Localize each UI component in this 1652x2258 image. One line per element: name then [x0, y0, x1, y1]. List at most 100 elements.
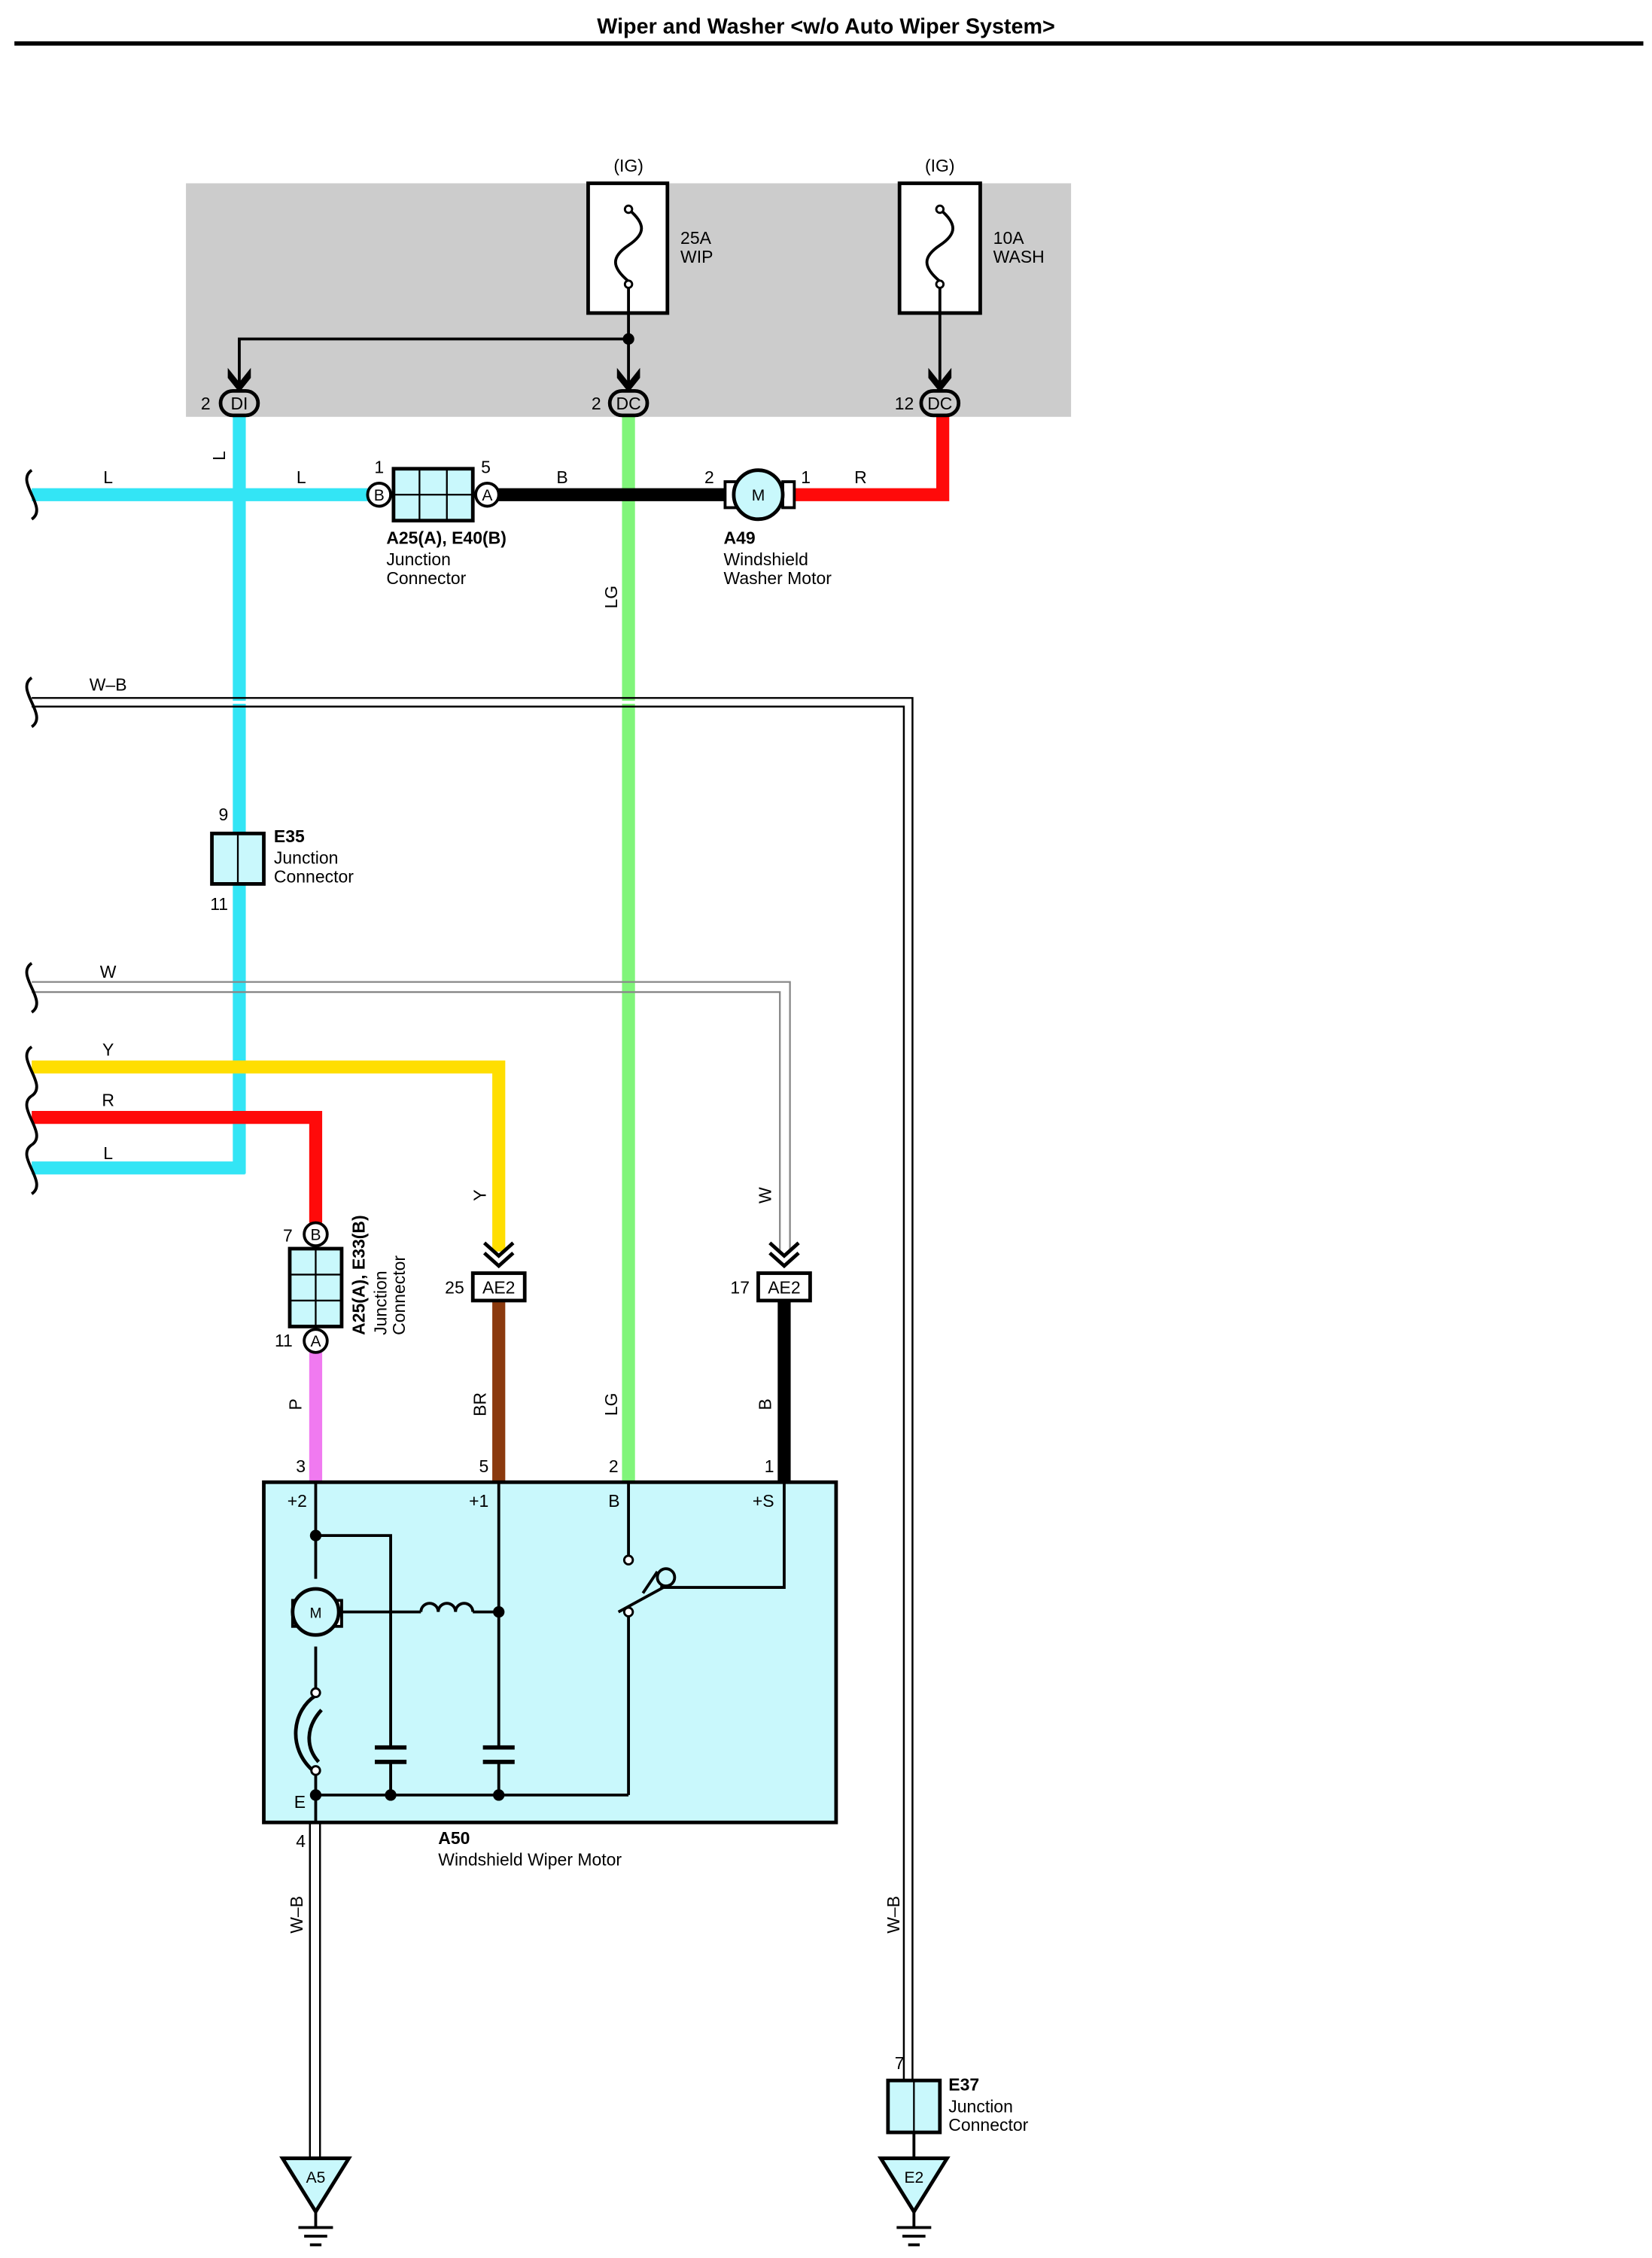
- fuse-wash-rating: 10A: [993, 228, 1025, 248]
- wire-y: [32, 1061, 506, 1252]
- svg-text:Junction: Junction: [274, 848, 339, 868]
- svg-text:3: 3: [296, 1456, 306, 1476]
- svg-text:4: 4: [296, 1831, 306, 1851]
- wire-r: [32, 1111, 323, 1223]
- svg-text:Connector: Connector: [948, 2115, 1028, 2135]
- svg-text:E35: E35: [274, 826, 305, 846]
- svg-text:B: B: [608, 1491, 619, 1511]
- connector-ae2: AE2 17: [730, 1241, 812, 1303]
- wire-l: [32, 415, 373, 1175]
- svg-text:11: 11: [210, 894, 228, 914]
- wire-r-washer: [793, 415, 950, 501]
- svg-text:A5: A5: [306, 2169, 326, 2186]
- svg-text:7: 7: [895, 2053, 905, 2073]
- svg-text:DI: DI: [230, 394, 248, 413]
- splice: [622, 333, 634, 345]
- motor-icon: [732, 468, 785, 522]
- wire-label: R: [854, 467, 867, 487]
- svg-text:Windshield Wiper Motor: Windshield Wiper Motor: [438, 1850, 622, 1870]
- left-wire-label: Y: [102, 1039, 114, 1059]
- ground-e2: E2: [877, 2156, 951, 2247]
- svg-text:Windshield: Windshield: [724, 549, 808, 569]
- fuse-icon: [925, 208, 954, 283]
- svg-text:5: 5: [481, 458, 491, 477]
- svg-text:Washer Motor: Washer Motor: [724, 568, 832, 588]
- fuse-wip-ig: (IG): [613, 156, 643, 175]
- page-title: Wiper and Washer <w/o Auto Wiper System>: [597, 14, 1055, 38]
- block-connector-di: DI 2: [201, 388, 260, 418]
- svg-text:2: 2: [704, 467, 714, 487]
- connector-ae2: AE2 25: [445, 1241, 527, 1303]
- svg-text:5: 5: [479, 1456, 489, 1476]
- left-wire-label: W: [100, 962, 117, 981]
- svg-text:B: B: [374, 487, 385, 504]
- svg-text:A49: A49: [724, 528, 756, 547]
- svg-text:M: M: [309, 1605, 321, 1621]
- washer-motor-a49: M 2 1 A49 Windshield Washer Motor: [704, 467, 832, 588]
- fuse-wash-name: WASH: [993, 247, 1045, 266]
- junction-a25-e40: B A 1 5 A25(A), E40(B) Junction Connecto…: [366, 458, 507, 588]
- ground-a5: A5: [279, 2156, 352, 2247]
- wire-break-icon: [25, 469, 38, 1195]
- wire-label: P: [285, 1398, 305, 1410]
- svg-text:A25(A), E40(B): A25(A), E40(B): [386, 528, 507, 547]
- wire-w: [32, 981, 791, 1252]
- fuse-wip-rating: 25A: [680, 228, 712, 248]
- svg-text:+2: +2: [288, 1491, 307, 1511]
- svg-text:7: 7: [283, 1225, 293, 1245]
- wire-label: LG: [601, 586, 621, 609]
- svg-text:25: 25: [445, 1277, 464, 1297]
- svg-text:2: 2: [201, 394, 211, 413]
- svg-text:B: B: [310, 1226, 321, 1243]
- fuse-icon: [614, 208, 643, 283]
- wire-label: L: [297, 467, 306, 487]
- wiper-motor-a50: 3 5 2 1 +2 +1 B +S E 4: [262, 1456, 838, 1870]
- svg-text:2: 2: [592, 394, 601, 413]
- block-connector-dc: DC 12: [895, 388, 961, 418]
- wire-wb: [32, 697, 914, 2083]
- svg-text:AE2: AE2: [482, 1277, 515, 1297]
- svg-text:+S: +S: [753, 1491, 774, 1511]
- fuse-wip-name: WIP: [680, 247, 713, 266]
- left-wire-label: L: [103, 1143, 113, 1163]
- wire-label: W–B: [884, 1896, 903, 1934]
- fuse-wash-ig: (IG): [925, 156, 955, 175]
- arrow-icon: [227, 367, 952, 393]
- left-wire-label: R: [102, 1090, 114, 1109]
- svg-text:9: 9: [218, 805, 228, 824]
- svg-text:A: A: [482, 487, 492, 504]
- svg-text:1: 1: [765, 1456, 774, 1476]
- svg-text:17: 17: [730, 1277, 750, 1297]
- motor-icon: [291, 1587, 341, 1637]
- block-connector-dc: DC 2: [592, 388, 650, 418]
- svg-text:E: E: [294, 1792, 306, 1812]
- wire-label: B: [556, 467, 567, 487]
- wire-label: B: [756, 1398, 775, 1410]
- svg-text:Junction: Junction: [386, 549, 451, 569]
- svg-text:M: M: [752, 487, 765, 504]
- wire-label: BR: [470, 1392, 489, 1417]
- svg-text:1: 1: [801, 467, 811, 487]
- wire-label: LG: [601, 1393, 621, 1417]
- junction-e37: 7 E37 Junction Connector: [886, 2053, 1029, 2135]
- wire-label: W–B: [287, 1896, 306, 1934]
- svg-text:E37: E37: [948, 2075, 979, 2095]
- svg-text:Connector: Connector: [389, 1255, 409, 1335]
- junction-a25-e33: B A 7 11 A25(A), E33(B) Junction Connect…: [275, 1215, 409, 1354]
- ground-icon: [298, 2211, 333, 2247]
- wire-label: W: [756, 1187, 775, 1204]
- svg-text:E2: E2: [904, 2169, 923, 2186]
- svg-text:AE2: AE2: [768, 1277, 800, 1297]
- svg-text:Connector: Connector: [386, 568, 466, 588]
- junction-e35: 9 11 E35 Junction Connector: [210, 805, 354, 914]
- svg-text:A: A: [310, 1333, 321, 1350]
- svg-text:1: 1: [374, 458, 384, 477]
- left-wire-label: L: [103, 467, 113, 487]
- svg-text:DC: DC: [616, 394, 641, 413]
- svg-text:Connector: Connector: [274, 866, 354, 886]
- svg-text:12: 12: [895, 394, 914, 413]
- svg-text:Junction: Junction: [948, 2096, 1013, 2116]
- wire-label: Y: [470, 1189, 489, 1201]
- svg-text:A50: A50: [438, 1828, 470, 1848]
